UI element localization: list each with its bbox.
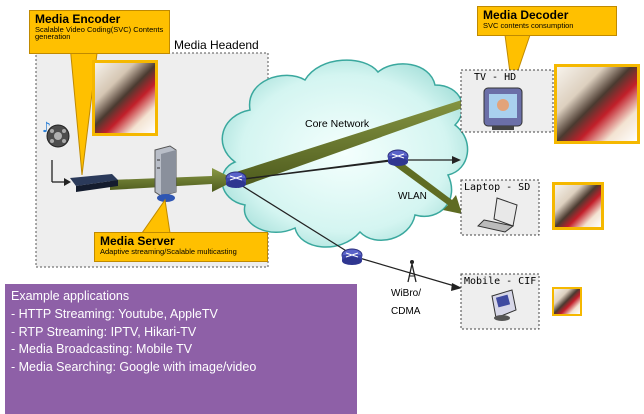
media-decoder-callout: Media Decoder SVC contents consumption [477, 6, 617, 36]
stream-arrow-to-laptop [392, 158, 462, 214]
core-network-label: Core Network [305, 118, 370, 130]
encoder-device-icon [51, 160, 118, 192]
mobile-phone-icon [491, 289, 517, 321]
media-file-icon: ♪ [42, 120, 70, 148]
router-icon [387, 149, 409, 166]
media-encoder-callout: Media Encoder Scalable Video Coding(SVC)… [29, 10, 170, 54]
example-application-item: - Media Broadcasting: Mobile TV [11, 342, 193, 357]
svg-text:♪: ♪ [42, 120, 51, 136]
mobile-device-label: Mobile - CIF [464, 276, 537, 287]
server-icon [154, 145, 177, 202]
media-decoder-title: Media Decoder [483, 8, 569, 22]
media-server-title: Media Server [100, 234, 175, 248]
media-decoder-subtitle: SVC contents consumption [483, 20, 574, 30]
example-application-item: - RTP Streaming: IPTV, Hikari-TV [11, 324, 197, 339]
router-icon [341, 248, 363, 265]
tv-device-label: TV - HD [474, 72, 517, 83]
laptop-video-thumbnail [552, 182, 604, 230]
media-encoder-subtitle: Scalable Video Coding(SVC) Contents gene… [35, 24, 164, 42]
stream-arrow-to-tv [236, 90, 492, 188]
encoder-video-thumbnail [92, 60, 158, 136]
example-applications-heading: Example applications [11, 289, 130, 303]
example-application-item: - HTTP Streaming: Youtube, AppleTV [11, 306, 218, 321]
wibro-cdma-label: WiBro/ CDMA [391, 288, 421, 317]
laptop-icon [477, 197, 518, 233]
example-applications-box: Example applications - HTTP Streaming: Y… [5, 284, 357, 414]
media-encoder-title: Media Encoder [35, 12, 121, 26]
media-server-subtitle: Adaptive streaming/Scalable multicasting [100, 246, 237, 256]
mobile-video-thumbnail [552, 287, 582, 316]
tv-video-thumbnail [554, 64, 640, 144]
example-application-item: - Media Searching: Google with image/vid… [11, 360, 257, 375]
core-network-cloud [221, 59, 469, 248]
media-server-callout: Media Server Adaptive streaming/Scalable… [94, 232, 268, 262]
laptop-device-label: Laptop - SD [464, 182, 531, 193]
media-headend-label: Media Headend [174, 38, 259, 52]
tv-icon [483, 87, 523, 130]
antenna-icon [407, 260, 417, 283]
router-icon [225, 171, 247, 188]
wlan-label: WLAN [398, 191, 427, 202]
